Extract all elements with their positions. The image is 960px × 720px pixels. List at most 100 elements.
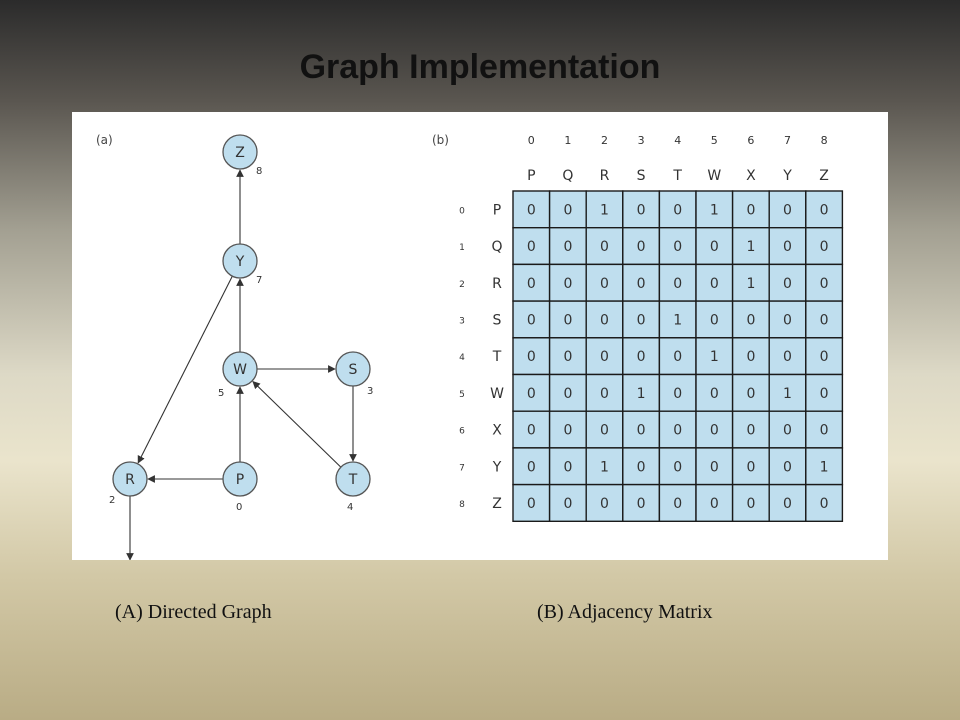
- matrix-col-label: Y: [782, 168, 792, 184]
- matrix-cell: 0: [548, 300, 587, 339]
- matrix-cell-value: 1: [710, 349, 719, 365]
- caption-adjacency-matrix: (B) Adjacency Matrix: [537, 601, 713, 623]
- graph-edges: [126, 169, 357, 560]
- matrix-col-index: 4: [674, 134, 681, 147]
- matrix-row-index: 4: [459, 353, 465, 363]
- matrix-cell-value: 1: [673, 312, 682, 328]
- matrix-cell: 0: [768, 337, 807, 376]
- matrix-cell: 0: [768, 226, 807, 266]
- matrix-cell-value: 0: [673, 239, 682, 255]
- matrix-cell-value: 1: [637, 386, 646, 402]
- matrix-cell-value: 0: [673, 496, 682, 512]
- matrix-cell: 0: [585, 373, 624, 412]
- matrix-cell: 0: [695, 263, 734, 302]
- matrix-cell-value: 0: [527, 202, 536, 218]
- matrix-cell-value: 0: [673, 349, 682, 365]
- matrix-row-index: 7: [459, 463, 465, 473]
- matrix-cell-value: 0: [637, 312, 646, 328]
- matrix-cell: 0: [512, 300, 551, 339]
- node-label: Z: [235, 145, 245, 161]
- matrix-cell: 0: [658, 447, 697, 486]
- matrix-cell-value: 0: [563, 386, 572, 402]
- node-p: P: [222, 461, 258, 497]
- matrix-cell-value: 0: [527, 239, 536, 255]
- matrix-cell: 0: [805, 226, 844, 266]
- matrix-cell: 0: [695, 373, 734, 412]
- matrix-cell: 0: [731, 190, 770, 229]
- matrix-row-label: W: [490, 386, 504, 402]
- matrix-cell-value: 0: [710, 459, 719, 475]
- matrix-row-label: Q: [491, 239, 502, 255]
- matrix-cell-value: 0: [783, 496, 792, 512]
- matrix-cell: 0: [658, 337, 697, 376]
- matrix-row-index: 3: [459, 316, 465, 326]
- matrix-cell-value: 0: [637, 496, 646, 512]
- matrix-cell-value: 0: [563, 423, 572, 439]
- matrix-cell-value: 0: [820, 423, 829, 439]
- matrix-col-label: W: [707, 168, 721, 184]
- matrix-row-label: Y: [492, 459, 502, 475]
- matrix-cell: 0: [768, 447, 807, 486]
- matrix-cell-value: 1: [600, 202, 609, 218]
- matrix-cell-value: 0: [820, 349, 829, 365]
- matrix-cell: 0: [512, 226, 551, 266]
- matrix-cell-value: 0: [746, 496, 755, 512]
- matrix-cell: 0: [768, 263, 807, 302]
- matrix-cell-value: 0: [527, 423, 536, 439]
- matrix-cell-value: 0: [820, 276, 829, 292]
- matrix-cell: 0: [695, 300, 734, 339]
- matrix-cell: 0: [805, 190, 844, 229]
- matrix-cell-value: 0: [673, 459, 682, 475]
- matrix-col-label: Z: [819, 168, 829, 184]
- matrix-cell-value: 0: [783, 239, 792, 255]
- matrix-cell-value: 0: [563, 202, 572, 218]
- matrix-cell: 0: [731, 483, 770, 523]
- matrix-cell: 0: [658, 410, 697, 449]
- matrix-cell: 0: [768, 190, 807, 229]
- matrix-row-label: X: [492, 423, 502, 439]
- matrix-cell: 1: [585, 190, 624, 229]
- matrix-cell: 0: [658, 373, 697, 412]
- matrix-cell: 0: [805, 337, 844, 376]
- matrix-row-label: R: [492, 276, 502, 292]
- matrix-col-index: 1: [564, 134, 571, 147]
- matrix-cell: 0: [622, 263, 661, 302]
- matrix-cell-value: 0: [527, 386, 536, 402]
- matrix-cell-value: 0: [600, 349, 609, 365]
- matrix-cell: 0: [548, 410, 587, 449]
- node-s: S: [335, 351, 371, 387]
- matrix-row-label: T: [492, 349, 502, 365]
- matrix-cell-value: 0: [527, 349, 536, 365]
- node-index: 8: [256, 166, 262, 177]
- matrix-cell-value: 0: [637, 349, 646, 365]
- matrix-cell: 1: [731, 263, 770, 302]
- matrix-row-index: 6: [459, 427, 465, 437]
- matrix-cell-value: 0: [746, 423, 755, 439]
- matrix-cell-value: 0: [710, 239, 719, 255]
- matrix-cell-value: 1: [710, 202, 719, 218]
- matrix-cell: 0: [695, 410, 734, 449]
- node-label: P: [236, 472, 244, 488]
- matrix-col-label: Q: [562, 168, 573, 184]
- matrix-col-label: P: [527, 168, 535, 184]
- node-z: Z: [222, 134, 258, 170]
- matrix-cell: 0: [731, 373, 770, 412]
- matrix-row-index: 2: [459, 280, 465, 290]
- matrix-cell: 0: [695, 483, 734, 523]
- matrix-col-label: S: [637, 168, 646, 184]
- matrix-col-label: T: [672, 168, 682, 184]
- matrix-cell: 0: [585, 483, 624, 523]
- matrix-cell-value: 0: [600, 496, 609, 512]
- matrix-cell-value: 0: [563, 349, 572, 365]
- matrix-cell-value: 0: [637, 276, 646, 292]
- node-index: 0: [236, 502, 242, 513]
- matrix-cell-value: 0: [820, 312, 829, 328]
- matrix-cell-value: 0: [710, 423, 719, 439]
- node-index: 5: [218, 388, 224, 399]
- matrix-row-index: 1: [459, 243, 465, 253]
- matrix-cell-value: 0: [600, 312, 609, 328]
- matrix-cell: 1: [768, 373, 807, 412]
- matrix-cell-value: 0: [527, 459, 536, 475]
- matrix-cell: 1: [622, 373, 661, 412]
- node-index: 3: [367, 386, 373, 397]
